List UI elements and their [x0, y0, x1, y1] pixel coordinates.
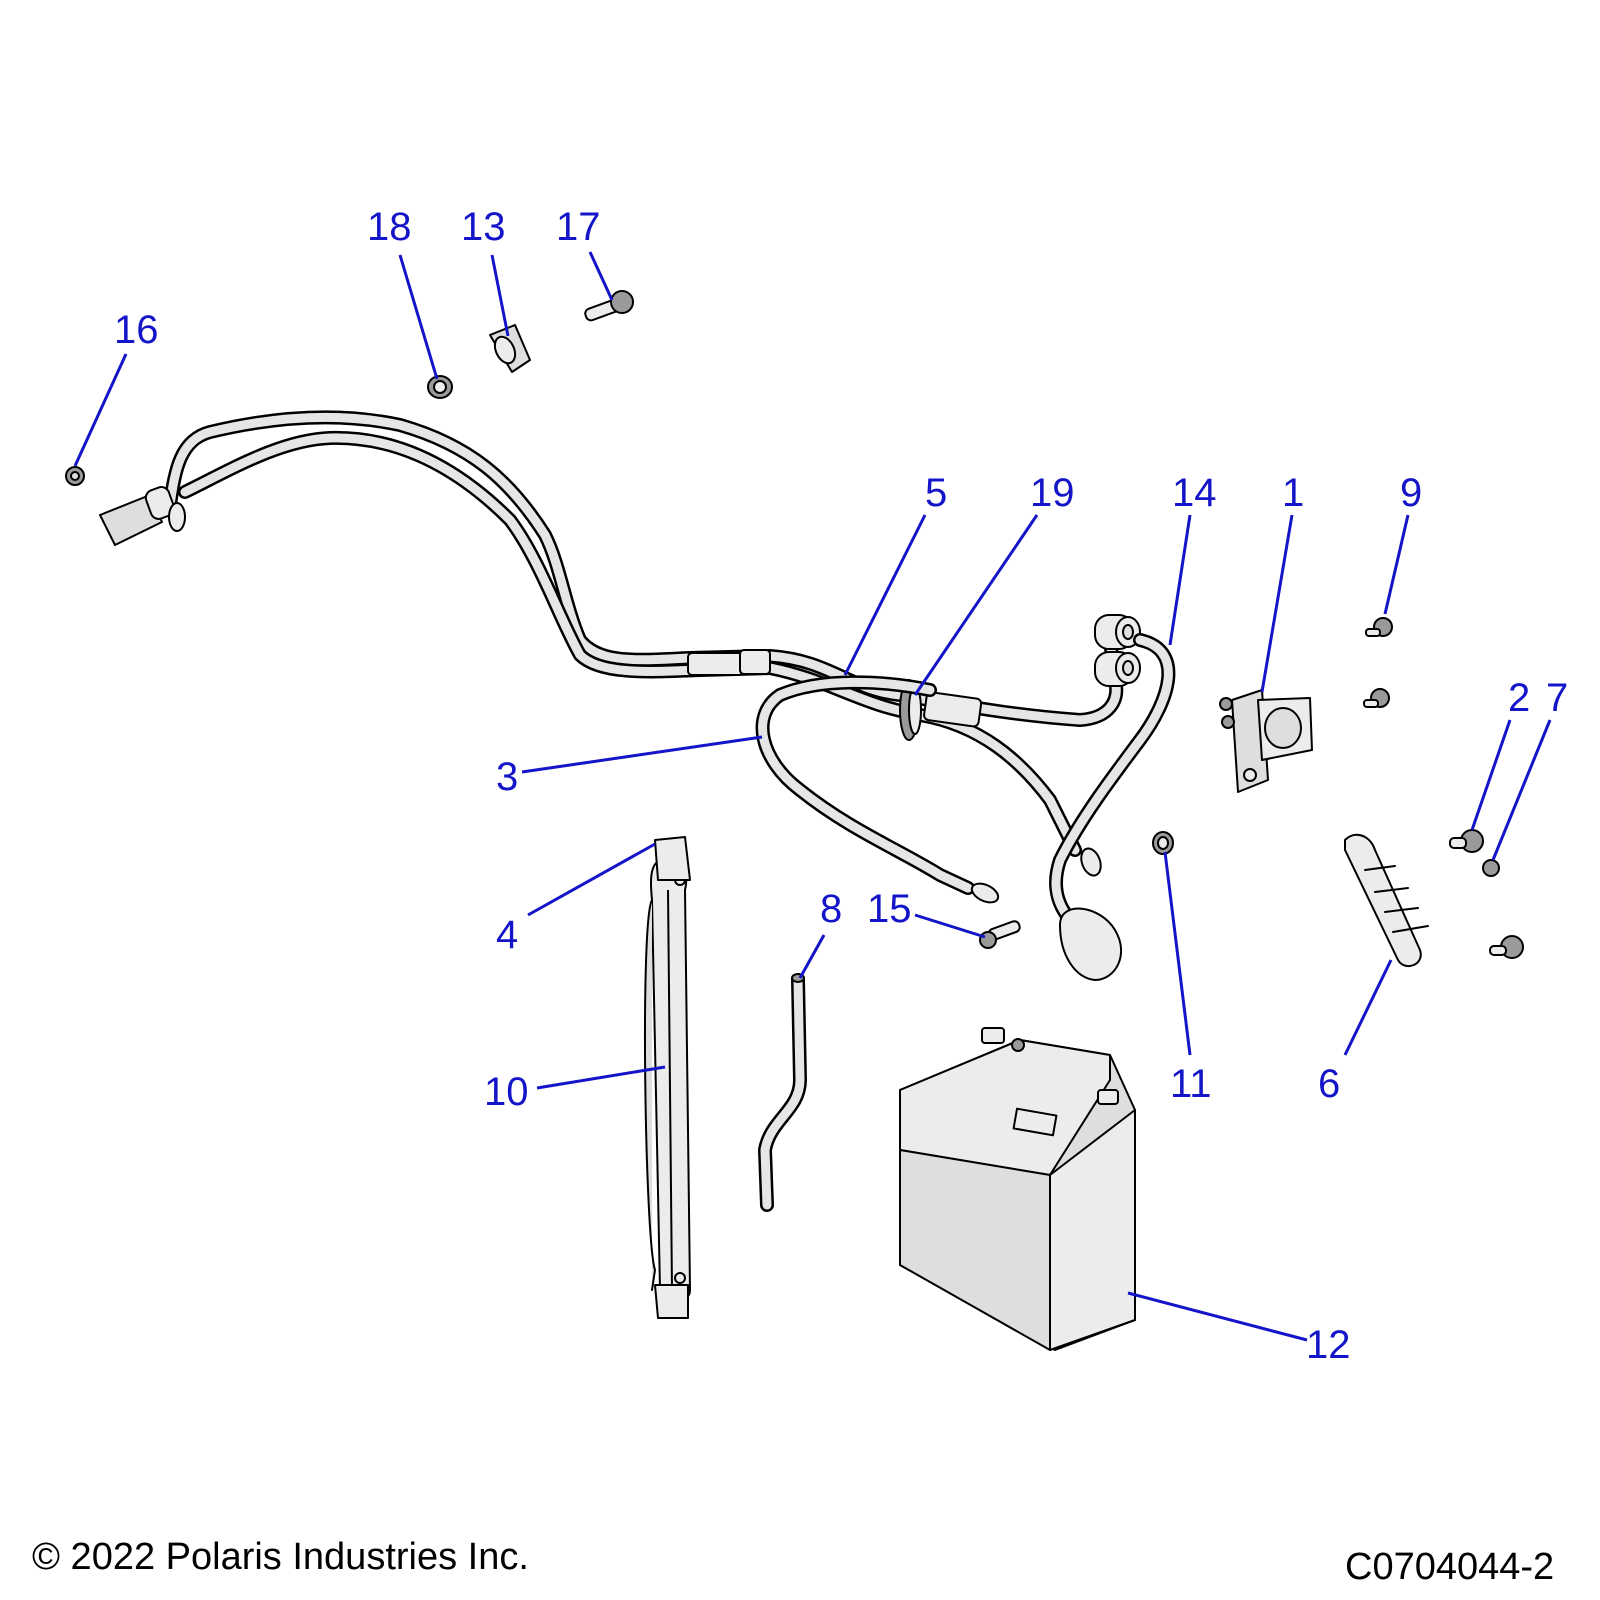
drawing-number: C0704044-2: [1345, 1546, 1555, 1588]
copyright-notice: © 2022 Polaris Industries Inc.: [32, 1536, 529, 1578]
bolt-17: [584, 290, 634, 322]
callout-labels: 16 18 13 17 5 19 14 1 9 2 7 3 4 8 15 11 …: [114, 205, 1568, 1367]
callout-3: 3: [496, 755, 518, 799]
callout-18: 18: [367, 205, 412, 249]
battery-cable-positive: [1049, 633, 1176, 981]
nut-7: [1482, 859, 1500, 877]
nut-16: [65, 466, 85, 486]
callout-1: 1: [1282, 471, 1304, 515]
callout-17: 17: [556, 205, 601, 249]
terminal-block: [1344, 833, 1524, 968]
callout-13: 13: [461, 205, 506, 249]
callout-7: 7: [1546, 676, 1568, 720]
harness-connector: [99, 486, 186, 546]
screw-2: [1449, 829, 1484, 853]
grommet-18: [427, 375, 453, 399]
callout-6: 6: [1318, 1062, 1340, 1106]
strap-hook-top: [654, 836, 691, 881]
main-wire-harness: [99, 410, 1141, 877]
callout-11: 11: [1170, 1062, 1212, 1106]
vent-tube: [758, 973, 807, 1212]
callout-9: 9: [1400, 471, 1422, 515]
leader-lines: [73, 251, 1552, 1342]
callout-10: 10: [484, 1070, 529, 1114]
battery: [899, 1027, 1136, 1351]
grommet-11: [1152, 831, 1174, 855]
callout-16: 16: [114, 308, 159, 352]
battery-cable-negative: [755, 675, 1000, 904]
strap-hook-bottom: [654, 1284, 689, 1319]
bolt-15: [979, 920, 1021, 949]
screw-9-upper: [1365, 617, 1393, 637]
cable-clip-13: [489, 324, 531, 373]
starter-solenoid: [1219, 689, 1313, 793]
callout-15: 15: [867, 887, 912, 931]
callout-4: 4: [496, 913, 518, 957]
callout-2: 2: [1508, 676, 1530, 720]
screw-9-lower: [1363, 688, 1390, 708]
callout-19: 19: [1030, 471, 1075, 515]
callout-14: 14: [1172, 471, 1217, 515]
callout-5: 5: [925, 471, 947, 515]
harness-grommet: [899, 679, 922, 741]
callout-8: 8: [820, 887, 842, 931]
callout-12: 12: [1306, 1323, 1351, 1367]
battery-strap: [643, 856, 691, 1303]
harness-boots: [1094, 614, 1141, 687]
